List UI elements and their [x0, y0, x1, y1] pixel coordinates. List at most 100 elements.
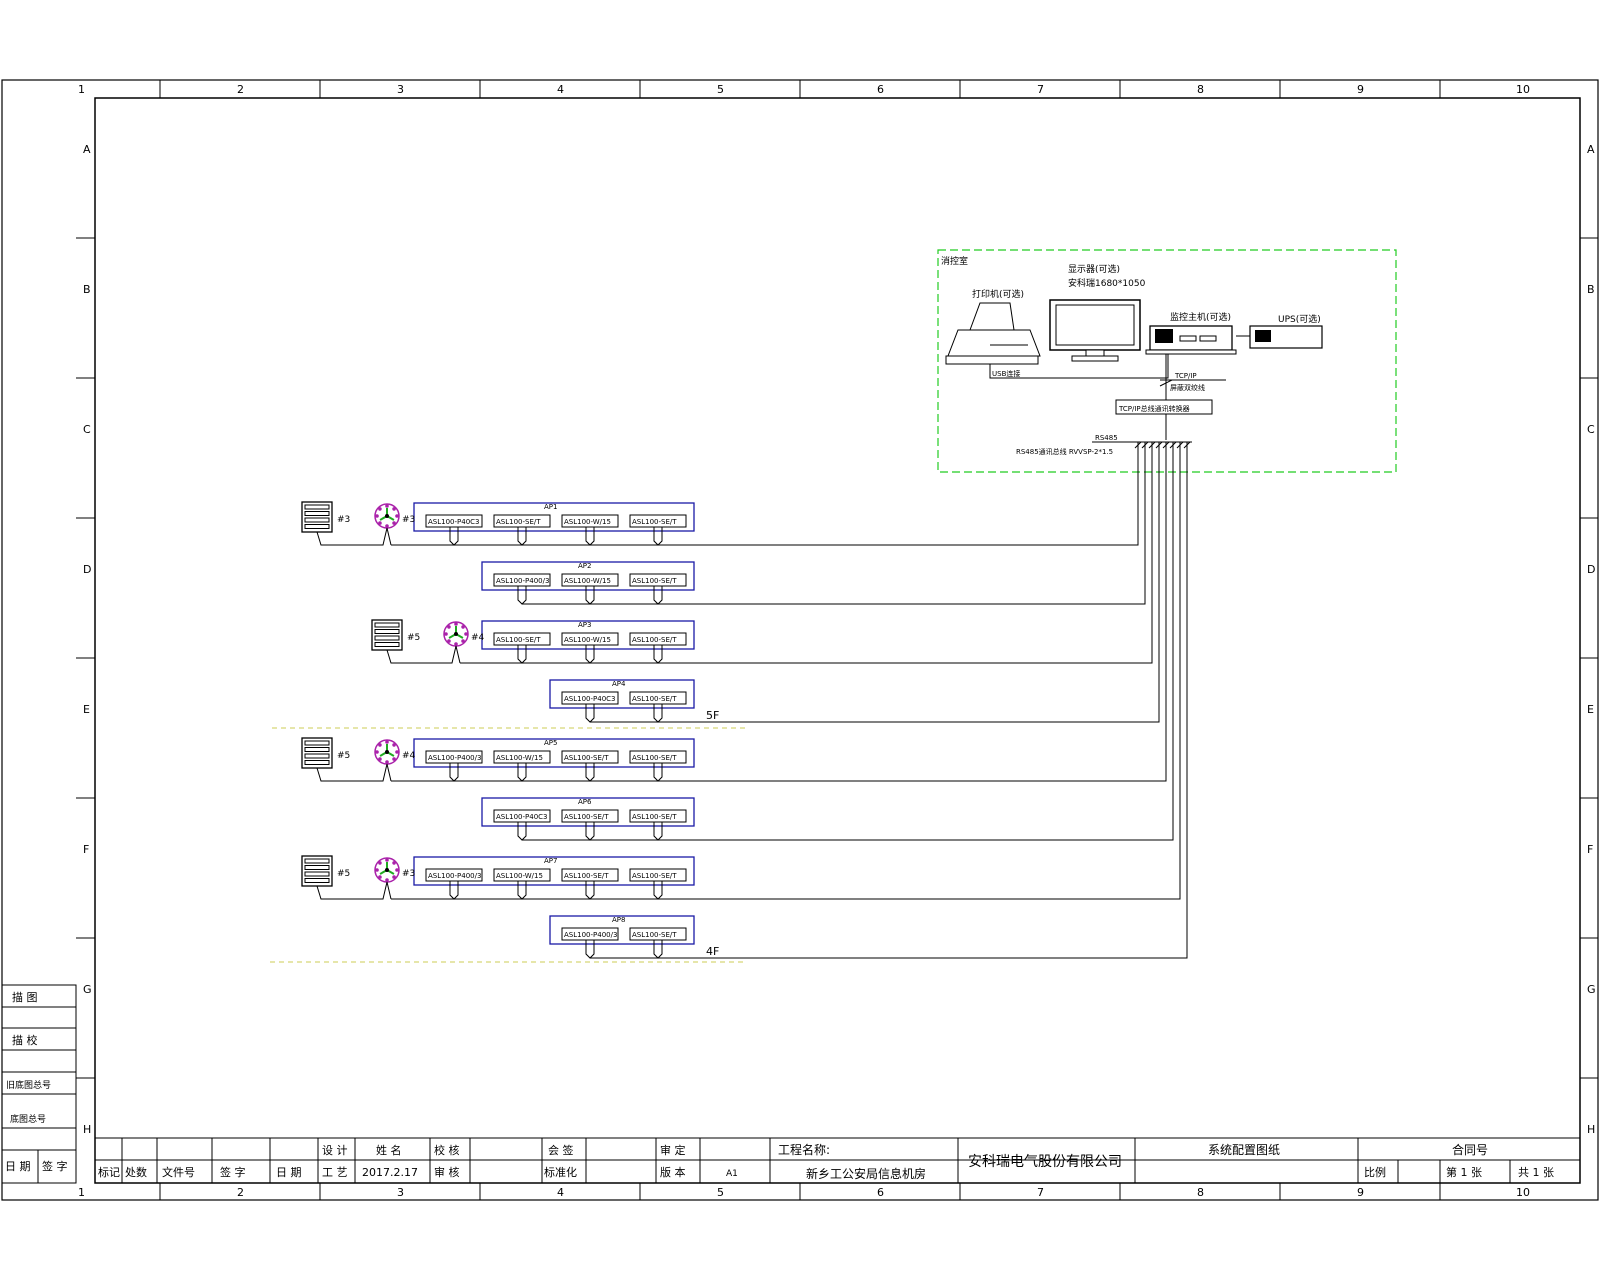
floor-note: 4F	[706, 945, 719, 958]
rev-header-sign: 签 字	[220, 1165, 246, 1179]
drawing-title: 系统配置图纸	[1208, 1143, 1280, 1157]
cabinet-box	[413, 856, 695, 886]
usb-line	[989, 354, 1169, 379]
code-label: 合同号	[1452, 1142, 1488, 1157]
bus-label-2: 屏蔽双绞线	[1170, 383, 1205, 392]
damper-icon	[301, 737, 333, 769]
module-box	[629, 514, 687, 528]
module-label: ASL100-SE/T	[632, 931, 677, 939]
grid-col-bottom-9: 9	[1357, 1186, 1364, 1199]
grid-col-bottom-8: 8	[1197, 1186, 1204, 1199]
cabinet-label: AP3	[578, 621, 591, 629]
side-table: 描 图描 校旧底图总号底图总号日 期签 字	[1, 984, 77, 1184]
grid-row-left-G: G	[83, 983, 92, 996]
grid-col-bottom-4: 4	[557, 1186, 564, 1199]
module-box	[425, 750, 483, 764]
cabinet-box	[413, 738, 695, 768]
rev-header-file: 文件号	[162, 1165, 195, 1179]
fiber-label: RS485	[1095, 434, 1118, 442]
module-box	[561, 691, 619, 705]
monitor-label: 显示器(可选)	[1068, 263, 1120, 275]
bus-wire	[391, 442, 1167, 782]
usb-label: USB连接	[992, 369, 1020, 378]
grid-col-top-1: 1	[78, 83, 85, 96]
module-box	[561, 514, 619, 528]
grid-col-top-10: 10	[1516, 83, 1530, 96]
cabinet-label: AP5	[544, 739, 557, 747]
draw-label: 工 艺	[322, 1166, 348, 1179]
grid-col-bottom-5: 5	[717, 1186, 724, 1199]
module-box	[629, 750, 687, 764]
fan-label: #4	[402, 751, 416, 761]
bus-label-1: TCP/IP	[1174, 372, 1197, 380]
sheet-label: 第 1 张	[1446, 1165, 1482, 1179]
outer-frame	[1, 79, 1599, 1201]
bus-wire	[522, 442, 1146, 605]
module-label: ASL100-P400/3	[564, 931, 617, 939]
grid-row-right-G: G	[1587, 983, 1596, 996]
module-box	[629, 691, 687, 705]
damper-icon	[301, 501, 333, 533]
rev-header-date: 日 期	[276, 1166, 302, 1179]
module-label: ASL100-SE/T	[632, 813, 677, 821]
damper-icon	[371, 619, 403, 651]
grid-row-right-H: H	[1587, 1123, 1595, 1136]
control-room-border	[937, 249, 1397, 473]
check-label: 校 核	[434, 1143, 460, 1157]
module-label: ASL100-P400/3	[428, 872, 481, 880]
grid-row-right-E: E	[1587, 703, 1594, 716]
cabinet-label: AP4	[612, 680, 626, 688]
grid-row-right-F: F	[1587, 843, 1593, 856]
control-room-label: 消控室	[941, 255, 968, 267]
module-box	[561, 927, 619, 941]
module-label: ASL100-W/15	[564, 636, 611, 644]
design-label: 设 计	[322, 1144, 348, 1157]
floor-note: 5F	[706, 709, 719, 722]
grid-col-top-6: 6	[877, 83, 884, 96]
module-label: ASL100-P40C3	[496, 813, 548, 821]
module-label: ASL100-SE/T	[632, 754, 677, 762]
host-computer-icon	[1145, 325, 1237, 355]
cabinet-label: AP1	[544, 503, 557, 511]
module-box	[629, 927, 687, 941]
module-label: ASL100-SE/T	[564, 872, 609, 880]
module-box	[629, 809, 687, 823]
module-label: ASL100-W/15	[496, 754, 543, 762]
module-box	[493, 750, 551, 764]
project-label: 工程名称:	[778, 1142, 830, 1157]
module-label: ASL100-SE/T	[632, 695, 677, 703]
printer-label: 打印机(可选)	[972, 288, 1024, 300]
cabinet-label: AP2	[578, 562, 591, 570]
cabinet-box	[549, 915, 695, 945]
fan-icon	[374, 857, 400, 883]
cabinet-box	[481, 620, 695, 650]
side-date: 日 期	[5, 1160, 31, 1173]
side-old-no: 旧底图总号	[6, 1079, 51, 1091]
grid-col-bottom-1: 1	[78, 1186, 85, 1199]
grid-col-bottom-10: 10	[1516, 1186, 1530, 1199]
damper-label: #5	[407, 633, 420, 643]
module-box	[493, 514, 551, 528]
module-label: ASL100-SE/T	[496, 518, 541, 526]
cabinet-label: AP6	[578, 798, 592, 806]
project-name: 新乡工公安局信息机房	[806, 1166, 926, 1181]
module-box	[561, 750, 619, 764]
side-check: 描 校	[12, 1033, 38, 1047]
grid-col-bottom-3: 3	[397, 1186, 404, 1199]
module-box	[493, 868, 551, 882]
module-box	[425, 514, 483, 528]
bus-wire	[391, 442, 1139, 546]
bus-desc: RS485通讯总线 RVVSP-2*1.5	[1016, 447, 1113, 456]
damper-label: #5	[337, 869, 350, 879]
bus-wire	[590, 442, 1160, 723]
bus-wire	[522, 442, 1174, 841]
grid-col-top-4: 4	[557, 83, 564, 96]
date-value: 2017.2.17	[362, 1166, 418, 1179]
bus-wire	[391, 442, 1181, 900]
